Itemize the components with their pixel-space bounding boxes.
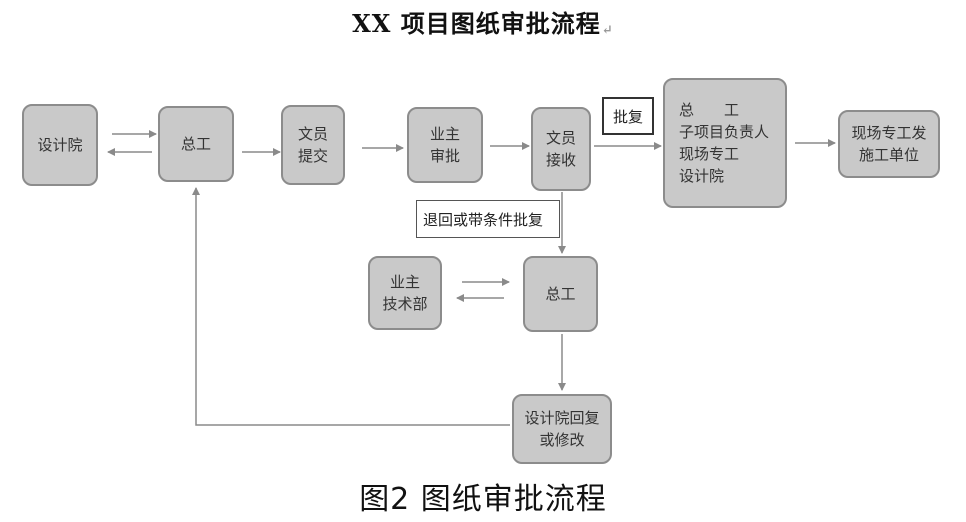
node-clerk-submit: 文员 提交	[281, 105, 345, 185]
node-design-institute: 设计院	[22, 104, 98, 186]
node-design-reply: 设计院回复 或修改	[512, 394, 612, 464]
node-owner-tech-dept: 业主 技术部	[368, 256, 442, 330]
diagram-title: XX 项目图纸审批流程↵	[352, 9, 614, 38]
label-returned: 退回或带条件批复	[416, 200, 560, 238]
figure-caption: 图2 图纸审批流程	[359, 482, 607, 517]
node-owner-approval: 业主 审批	[407, 107, 483, 183]
node-chief-engineer-bottom: 总工	[523, 256, 598, 332]
label-approved: 批复	[602, 97, 654, 135]
node-distribution: 总 工 子项目负责人 现场专工 设计院	[663, 78, 787, 208]
node-clerk-receive: 文员 接收	[531, 107, 591, 191]
node-site-contractor: 现场专工发 施工单位	[838, 110, 940, 178]
node-chief-engineer-top: 总工	[158, 106, 234, 182]
arrow-reply-to-chief-top	[192, 187, 510, 426]
